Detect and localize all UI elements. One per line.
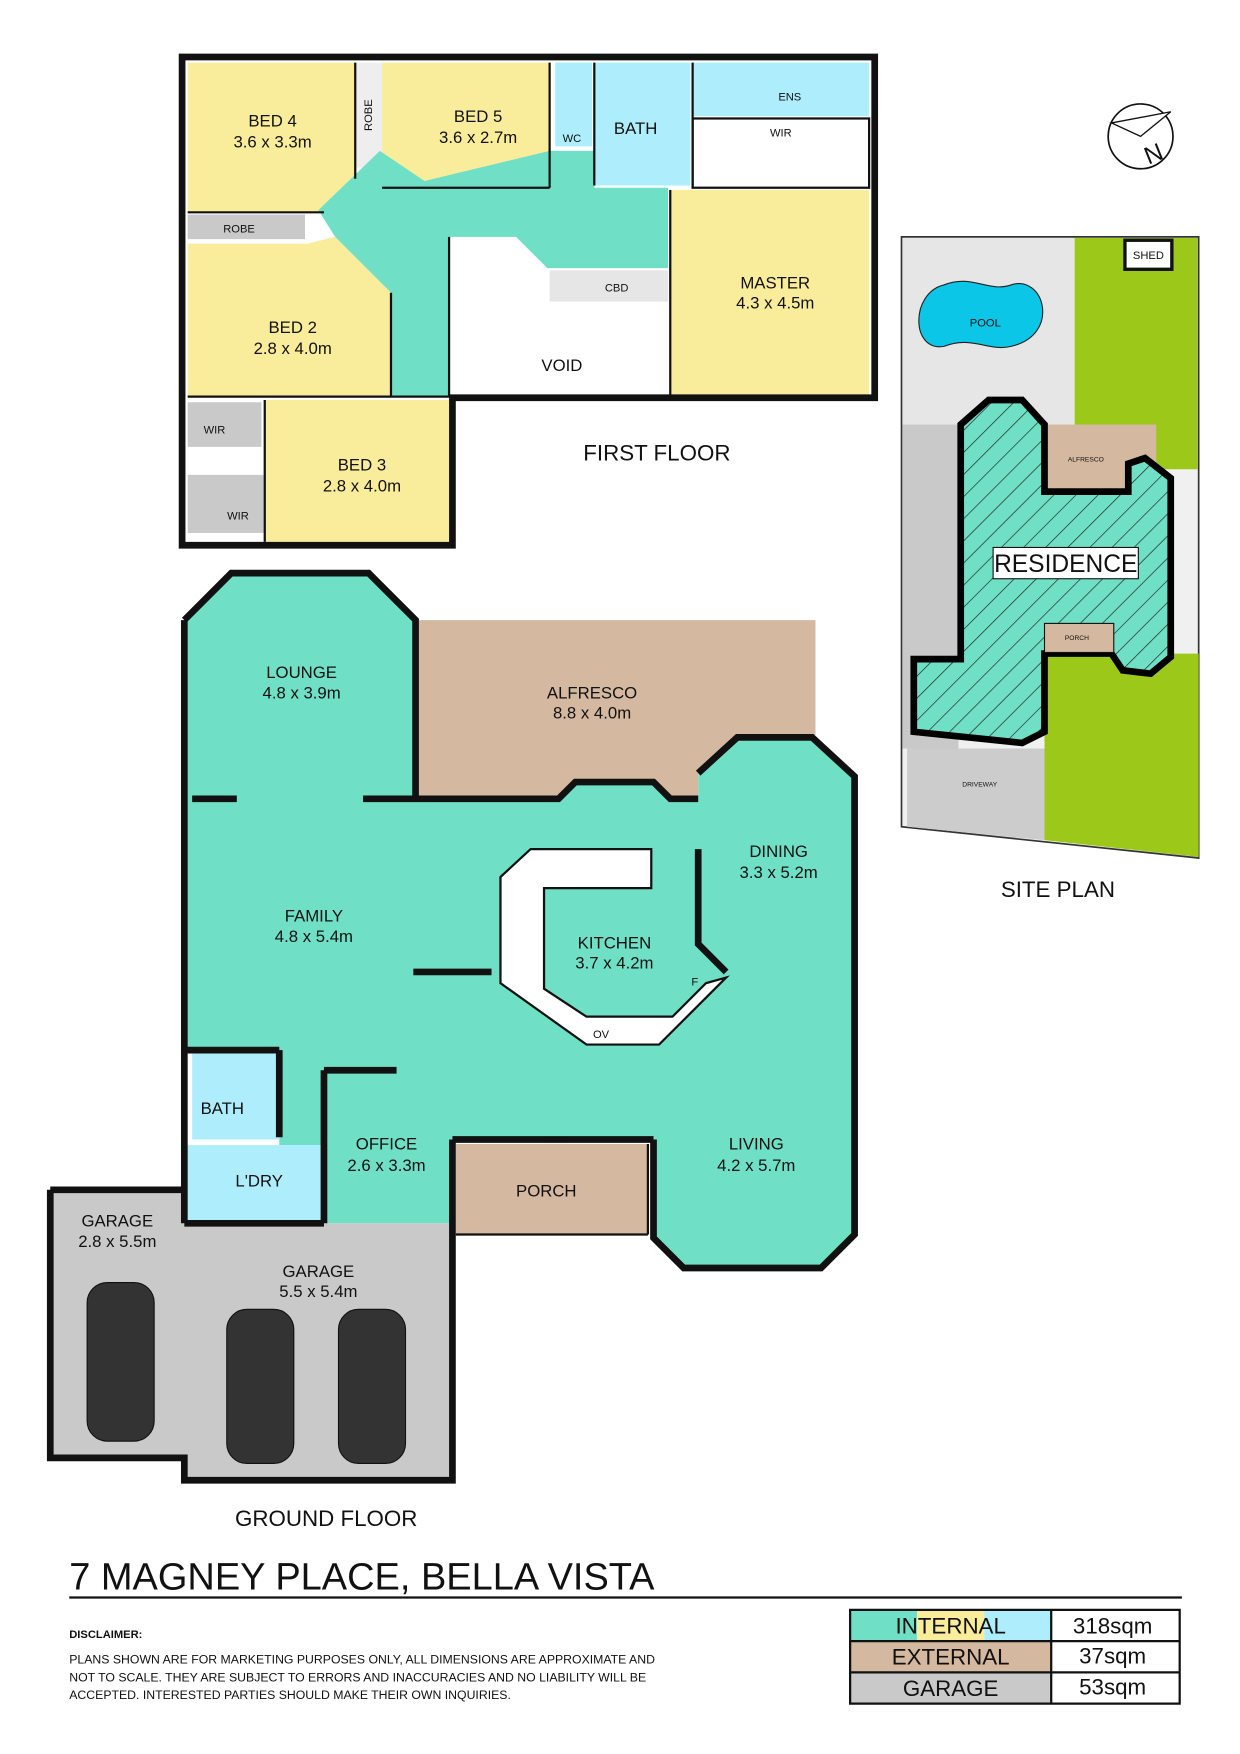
bed2-label: BED 2 (268, 318, 316, 337)
shed (1123, 238, 1174, 271)
master-wir-label: WIR (770, 127, 792, 139)
lounge-label: LOUNGE (266, 663, 337, 682)
site-plan: SHED POOL ALFRESCO DRIVEWAY PORCH RESIDE… (900, 236, 1200, 902)
garage-label: GARAGE (903, 1676, 999, 1701)
robe-label: ROBE (363, 99, 375, 131)
external-value: 37sqm (1079, 1643, 1146, 1668)
bed2-size: 2.8 x 4.0m (254, 339, 332, 358)
alfresco-label: ALFRESCO (547, 683, 637, 702)
internal-label: INTERNAL (895, 1613, 1005, 1638)
master-wir (691, 117, 871, 189)
room-bed3 (264, 399, 453, 542)
void-label: VOID (541, 356, 582, 375)
site-porch-label: PORCH (1065, 635, 1089, 642)
living-label: LIVING (729, 1135, 784, 1154)
robe-label-2: ROBE (223, 223, 255, 235)
office-label: OFFICE (356, 1135, 417, 1154)
garage-large-size: 5.5 x 5.4m (279, 1282, 357, 1301)
bed4-size: 3.6 x 3.3m (233, 133, 311, 152)
dining-label: DINING (749, 842, 808, 861)
north-arrow-icon: N (1107, 103, 1174, 170)
alfresco-size: 8.8 x 4.0m (553, 703, 631, 722)
car-icon (86, 1281, 155, 1442)
first-floor-title: FIRST FLOOR (583, 440, 730, 465)
master-label: MASTER (740, 273, 810, 292)
ens-label: ENS (778, 92, 801, 104)
lounge-size: 4.8 x 3.9m (263, 683, 341, 702)
ground-floor-title: GROUND FLOOR (235, 1506, 417, 1531)
car-icon (337, 1308, 407, 1465)
garage-small-label: GARAGE (81, 1212, 153, 1231)
kitchen-size: 3.7 x 4.2m (575, 954, 653, 973)
cbd (549, 270, 669, 302)
room-bed4 (187, 62, 356, 213)
driveway-label: DRIVEWAY (962, 782, 997, 789)
bed3-size: 2.8 x 4.0m (323, 477, 401, 496)
laundry (186, 1145, 322, 1224)
bath-ground-label: BATH (201, 1099, 244, 1118)
oven-label: OV (593, 1029, 610, 1041)
family-size: 4.8 x 5.4m (275, 927, 353, 946)
entry-label: ENTRY (543, 1137, 566, 1144)
void (449, 301, 669, 397)
garage-value: 53sqm (1079, 1675, 1146, 1700)
room-ensuite (692, 62, 870, 117)
cbd-label: CBD (605, 283, 629, 295)
bed2-wir (187, 402, 262, 447)
residence-label: RESIDENCE (994, 551, 1137, 578)
area-table: INTERNAL 318sqm EXTERNAL 37sqm GARAGE 53… (849, 1608, 1181, 1705)
room-bed2 (187, 236, 391, 397)
first-floor-plan: BED 4 3.6 x 3.3m BED 5 3.6 x 2.7m BED 2 … (178, 53, 879, 549)
garage-large-label: GARAGE (283, 1262, 355, 1281)
internal-value: 318sqm (1073, 1613, 1152, 1638)
laundry-label: L'DRY (235, 1171, 283, 1190)
robe-bed4 (187, 214, 305, 240)
wc-label: WC (563, 133, 582, 145)
bath-ground (192, 1052, 280, 1140)
dining-size: 3.3 x 5.2m (740, 863, 818, 882)
cars (86, 1281, 407, 1465)
external-label: EXTERNAL (892, 1645, 1010, 1670)
bed5-label: BED 5 (454, 107, 502, 126)
pool-label: POOL (970, 317, 1001, 329)
bed3-wir-label: WIR (227, 511, 249, 523)
room-master (670, 189, 870, 397)
bed4-label: BED 4 (248, 111, 296, 130)
room-wc (555, 62, 593, 147)
bed2-wir-label: WIR (204, 425, 226, 437)
robe-vertical (355, 62, 383, 168)
disclaimer-heading: DISCLAIMER: (69, 1629, 142, 1641)
bed5-size: 3.6 x 2.7m (439, 128, 517, 147)
bed3-label: BED 3 (338, 455, 386, 474)
pool (918, 280, 1044, 349)
room-bath-upper (594, 62, 691, 186)
property-title: 7 MAGNEY PLACE, BELLA VISTA (69, 1557, 655, 1599)
family-label: FAMILY (285, 907, 343, 926)
site-porch (1043, 622, 1115, 654)
lawn-front (1044, 653, 1199, 857)
site-alfresco-label: ALFRESCO (1068, 456, 1104, 463)
disclaimer-line: ACCEPTED. INTERESTED PARTIES SHOULD MAKE… (69, 1688, 511, 1702)
office-size: 2.6 x 3.3m (347, 1156, 425, 1175)
ground-floor-plan: LOUNGE 4.8 x 3.9m ALFRESCO 8.8 x 4.0m DI… (46, 569, 858, 1531)
shed-label: SHED (1133, 250, 1164, 262)
living-size: 4.2 x 5.7m (717, 1156, 795, 1175)
disclaimer-line: NOT TO SCALE. THEY ARE SUBJECT TO ERRORS… (69, 1670, 646, 1684)
bed3-wir (187, 474, 264, 533)
bath-upper-label: BATH (614, 119, 657, 138)
garage-small-size: 2.8 x 5.5m (78, 1232, 156, 1251)
disclaimer-line: PLANS SHOWN ARE FOR MARKETING PURPOSES O… (69, 1652, 655, 1666)
kitchen-label: KITCHEN (578, 933, 652, 952)
porch-label: PORCH (516, 1181, 577, 1200)
master-size: 4.3 x 4.5m (736, 293, 814, 312)
driveway (907, 748, 1045, 841)
kitchen-bench (499, 847, 730, 1046)
car-icon (226, 1308, 295, 1465)
fridge-label: F (691, 976, 698, 988)
porch (455, 1143, 648, 1235)
first-floor-hallway (318, 150, 669, 397)
site-plan-title: SITE PLAN (1001, 877, 1115, 902)
